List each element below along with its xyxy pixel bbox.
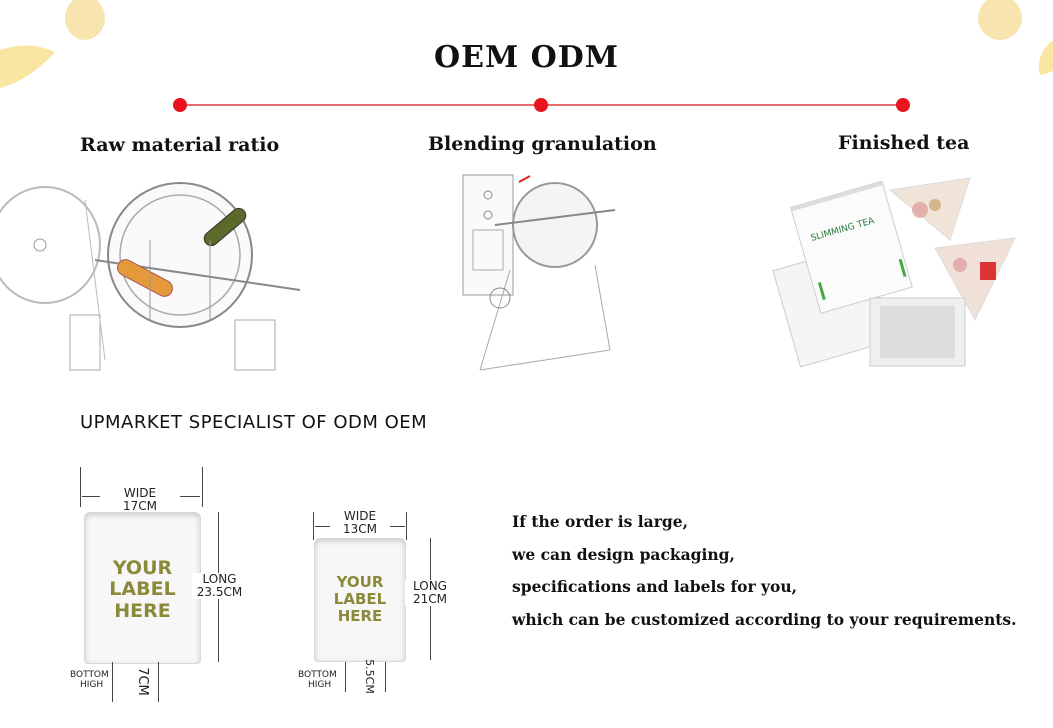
label-line: LABEL xyxy=(109,578,176,601)
finished-tea-image: SLIMMING TEA xyxy=(770,170,1030,380)
label-line: YOUR xyxy=(112,557,173,579)
dim-long-label: LONG xyxy=(202,572,237,586)
dim-long-value: 23.5CM xyxy=(196,585,243,599)
label-line: HERE xyxy=(114,599,171,622)
page-title: OEM ODM xyxy=(433,40,619,75)
dim-guide xyxy=(313,512,314,540)
dim-guide xyxy=(406,512,407,540)
dim-bottom-label: BOTTOM xyxy=(70,670,109,680)
dim-wide-label: WIDE xyxy=(123,486,157,500)
fruit-decoration-icon xyxy=(0,0,1053,88)
step-blending: Blending granulation xyxy=(428,133,657,155)
dim-bottom: BOTTOM HIGH xyxy=(298,670,337,690)
dim-bottom-label: HIGH xyxy=(308,680,332,690)
description-line: If the order is large, xyxy=(512,512,688,531)
mixer-machine-icon xyxy=(0,182,301,371)
label-line: YOUR xyxy=(336,573,384,591)
dim-wide-value: 13CM xyxy=(342,522,377,536)
description-line: which can be customized according to you… xyxy=(512,610,1017,629)
dim-bottom: BOTTOM HIGH xyxy=(70,670,109,690)
label-line: LABEL xyxy=(333,589,387,608)
dim-wide: WIDE 13CM xyxy=(330,510,390,536)
dim-bottom-label: HIGH xyxy=(80,680,104,690)
dim-bottom-value: 5.5CM xyxy=(362,659,376,694)
dim-long: LONG 21CM xyxy=(405,580,455,606)
pouch-large xyxy=(84,512,201,664)
granulation-machine-icon xyxy=(462,174,616,371)
dim-long-label: LONG xyxy=(413,579,447,593)
timeline-dot xyxy=(896,98,910,112)
label-placeholder: YOUR LABEL HERE xyxy=(318,574,402,624)
dim-guide xyxy=(158,662,159,702)
timeline-dot xyxy=(534,98,548,112)
dim-guide xyxy=(80,467,81,507)
label-line: HERE xyxy=(337,606,383,625)
dim-guide xyxy=(202,467,203,507)
dim-bottom-value: 7CM xyxy=(134,667,150,696)
label-placeholder: YOUR LABEL HERE xyxy=(90,557,195,622)
dim-long-value: 21CM xyxy=(412,592,447,606)
dim-wide-label: WIDE xyxy=(343,509,377,523)
dim-guide xyxy=(345,662,346,692)
description-line: specifications and labels for you, xyxy=(512,577,798,596)
dim-wide: WIDE 17CM xyxy=(100,487,180,513)
timeline-dot xyxy=(173,98,187,112)
dim-guide xyxy=(112,662,113,702)
description-line: we can design packaging, xyxy=(512,545,735,564)
dim-bottom-label: BOTTOM xyxy=(298,670,337,680)
section-subtitle: UPMARKET SPECIALIST OF ODM OEM xyxy=(80,412,428,433)
dim-long: LONG 23.5CM xyxy=(192,573,247,599)
dim-guide xyxy=(385,662,386,692)
step-raw-material: Raw material ratio xyxy=(80,134,280,156)
dim-wide-value: 17CM xyxy=(122,499,157,513)
step-finished-tea: Finished tea xyxy=(838,132,970,154)
